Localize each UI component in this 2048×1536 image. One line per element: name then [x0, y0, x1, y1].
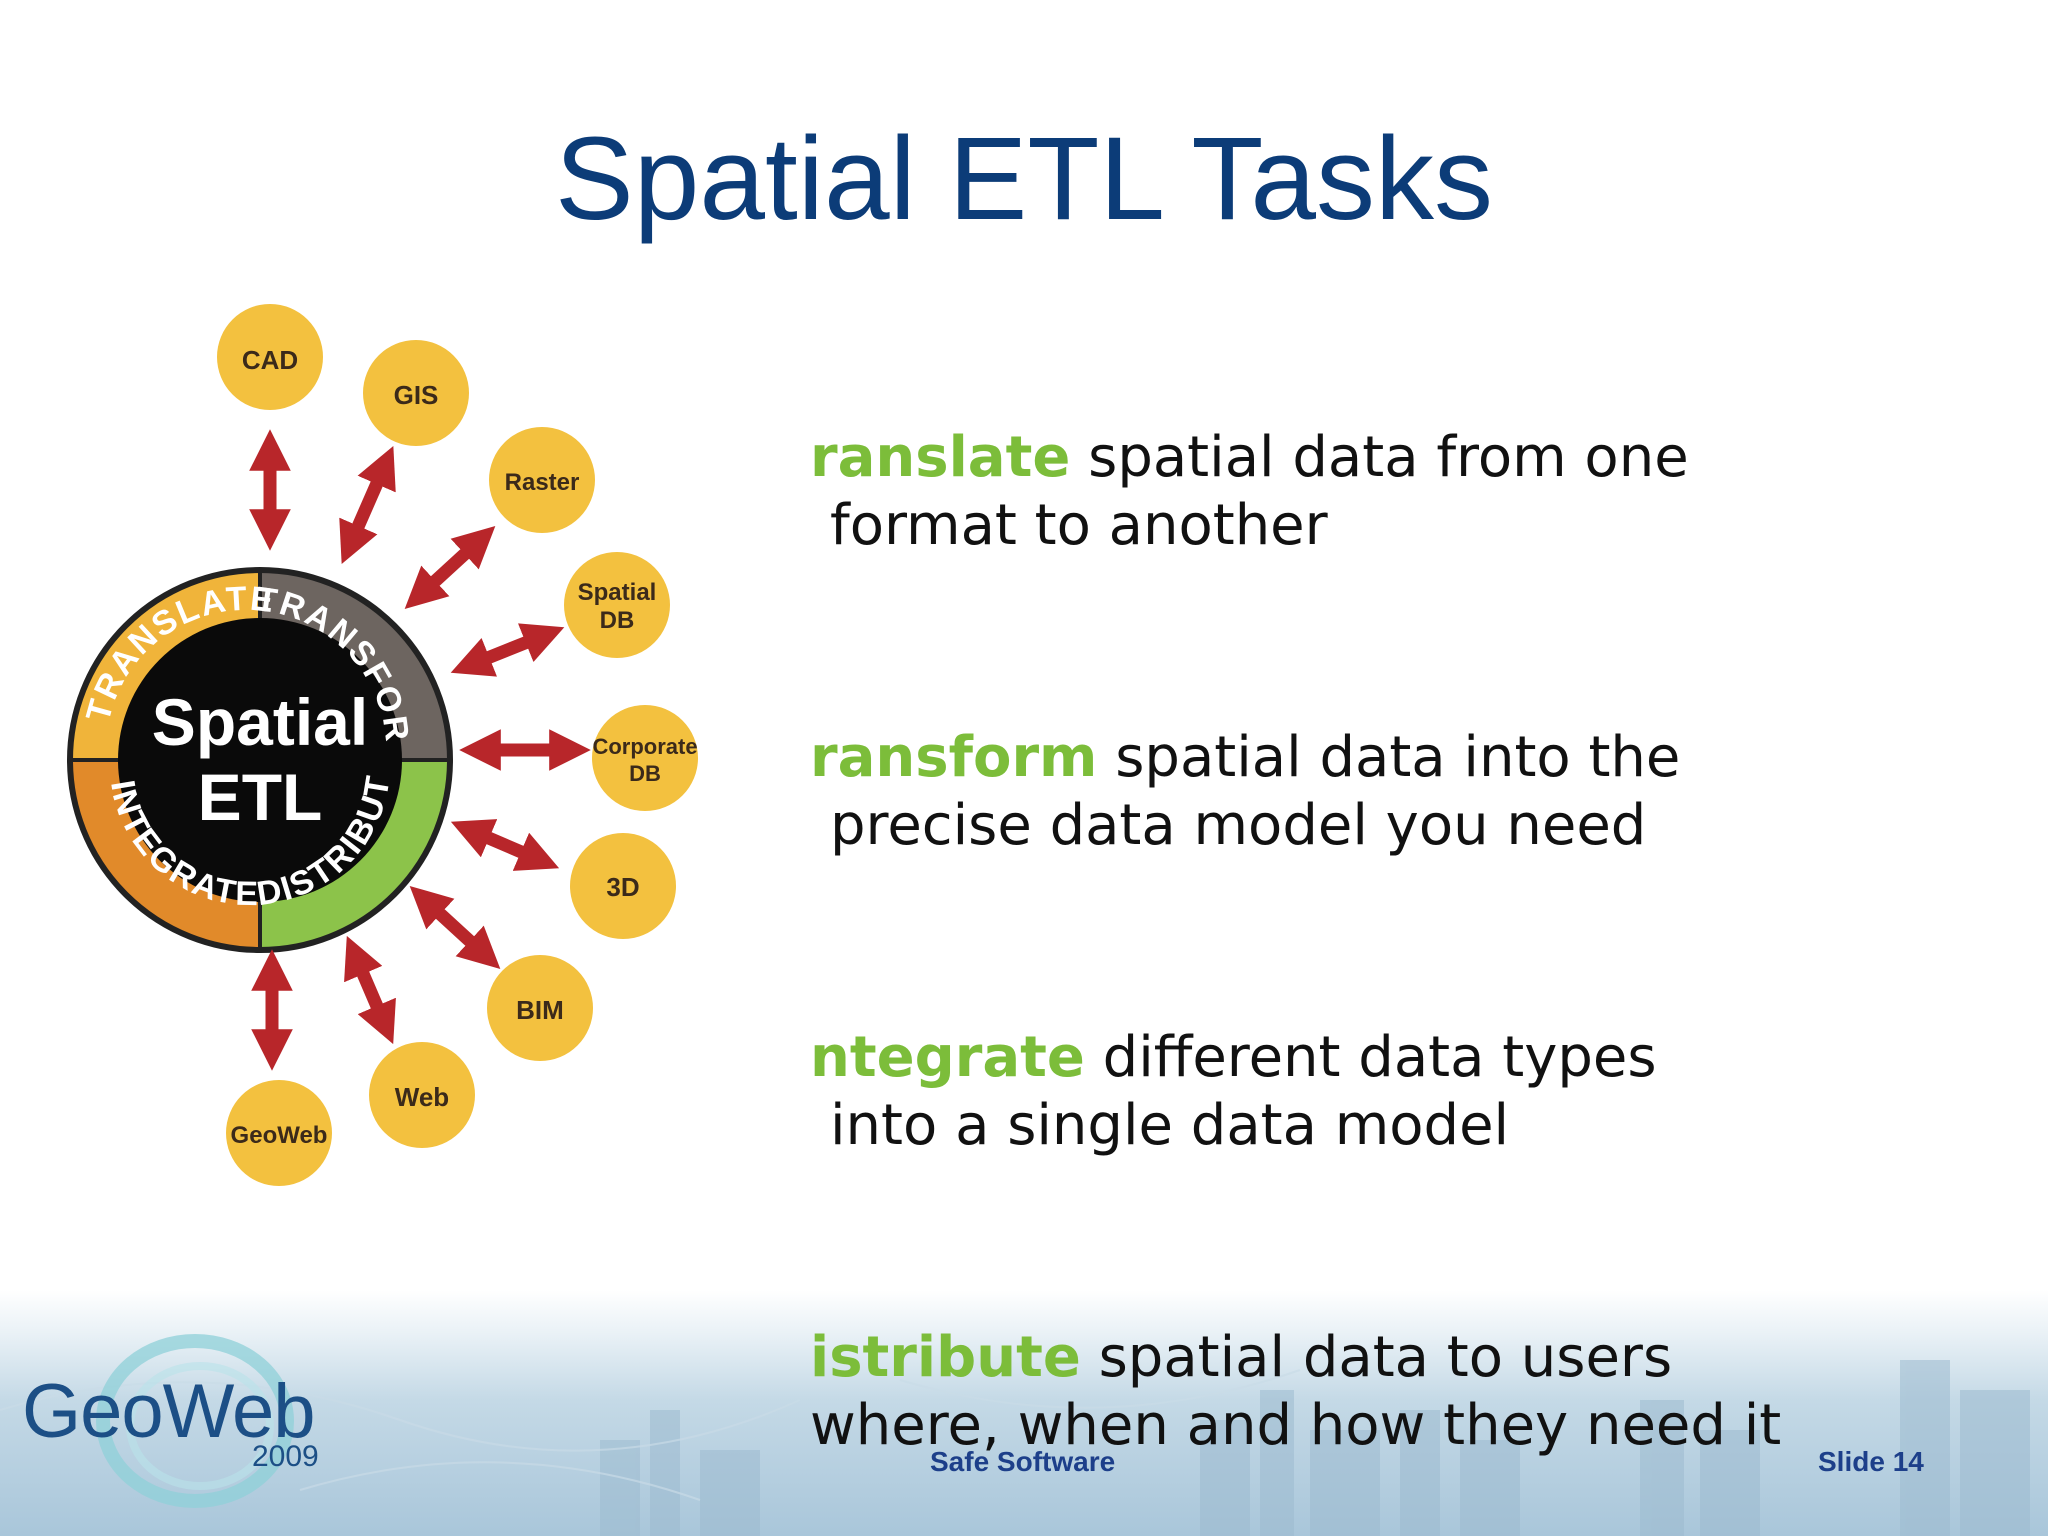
- node-geoweb: GeoWeb: [226, 1080, 332, 1186]
- node-spatial-db: Spatial DB: [564, 552, 670, 658]
- node-raster: Raster: [489, 427, 595, 533]
- bullet-text: different data types: [1084, 1025, 1657, 1090]
- arrow-bim: [409, 885, 501, 970]
- bullet-text-line2: format to another: [830, 493, 1328, 558]
- arrow-raster: [404, 525, 496, 610]
- bullet-keyword: ranslate: [810, 425, 1071, 490]
- arrow-web: [344, 935, 396, 1045]
- bullet-text: spatial data from one: [1070, 425, 1689, 490]
- node-label: DB: [600, 607, 635, 634]
- arrow-3d: [450, 819, 560, 871]
- center-disc: [118, 618, 402, 902]
- bullet-translate: ranslate spatial data from one format to…: [810, 424, 2010, 560]
- city-skyline-graphic: [0, 1360, 2030, 1536]
- bullet-keyword: ransform: [810, 725, 1098, 790]
- bullet-integrate: ntegrate different data types into a sin…: [810, 1024, 2010, 1160]
- bullet-text: spatial data to users: [1080, 1325, 1673, 1390]
- arrow-gis: [339, 445, 396, 565]
- etl-ring: [67, 567, 453, 953]
- geoweb-logo-swirl: [96, 1334, 294, 1508]
- slide-number: Slide 14: [1818, 1446, 1924, 1477]
- bullet-keyword: istribute: [810, 1325, 1081, 1390]
- node-label: GeoWeb: [231, 1122, 328, 1149]
- arrow-spatial-db: [450, 623, 565, 677]
- bullet-text-line2: precise data model you need: [830, 793, 1647, 858]
- bullet-keyword: ntegrate: [810, 1025, 1085, 1090]
- node-3d: 3D: [570, 833, 676, 939]
- center-text-line1: Spatial: [152, 685, 368, 759]
- center-text-line2: ETL: [198, 760, 323, 834]
- node-label: Spatial: [578, 579, 657, 606]
- node-corporate-db: Corporate DB: [592, 705, 698, 811]
- node-label: BIM: [516, 995, 564, 1025]
- bullet-text-line2: into a single data model: [830, 1093, 1510, 1158]
- bullet-transform: ransform spatial data into the precise d…: [810, 724, 2010, 860]
- bullet-distribute: istribute spatial data to users where, w…: [810, 1324, 2010, 1460]
- node-label: DB: [629, 761, 661, 786]
- node-web: Web: [369, 1042, 475, 1148]
- node-cad: CAD: [217, 304, 323, 410]
- slide-title: Spatial ETL Tasks: [555, 113, 1493, 245]
- bullet-text: spatial data into the: [1097, 725, 1681, 790]
- footer-background: [0, 1290, 2048, 1536]
- node-bim: BIM: [487, 955, 593, 1061]
- node-label: Raster: [505, 469, 580, 496]
- spatial-etl-diagram: TRANSLATE TRANSFORM INTEGRATE DISTRIBUTE…: [50, 290, 698, 1186]
- geoweb-logo-year: 2009: [252, 1440, 319, 1473]
- node-label: CAD: [242, 345, 298, 375]
- arrows: [249, 429, 591, 1071]
- node-gis: GIS: [363, 340, 469, 446]
- bullet-text-line2: where, when and how they need it: [810, 1393, 1782, 1458]
- node-label: Corporate: [592, 734, 697, 759]
- footer-company: Safe Software: [930, 1446, 1116, 1477]
- node-label: GIS: [394, 380, 439, 410]
- node-label: Web: [395, 1082, 449, 1112]
- node-label: 3D: [606, 872, 639, 902]
- geoweb-logo-text: GeoWeb: [22, 1369, 316, 1454]
